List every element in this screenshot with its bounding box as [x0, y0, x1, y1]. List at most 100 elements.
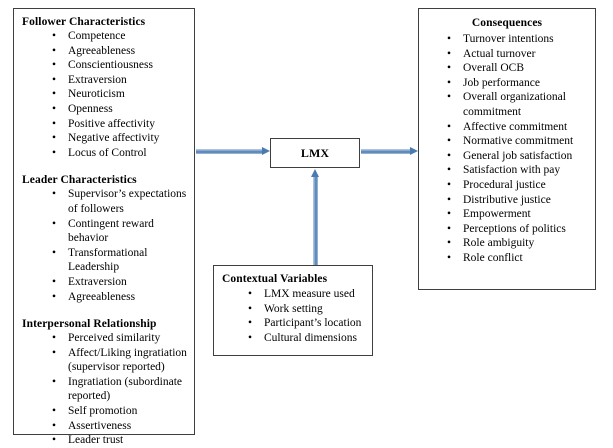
bullet-icon: • — [52, 419, 57, 432]
list-interpersonal-relationship: • Perceived similarity • Affect/Liking ing… — [48, 331, 188, 448]
list-item: •Actual turnover — [443, 47, 589, 62]
group-follower-characteristics: Follower Characteristics • Competence •Ag… — [22, 15, 188, 160]
list-item: • Self promotion — [48, 404, 188, 419]
list-follower-characteristics: • Competence •Agreeableness • Conscientiou… — [48, 29, 188, 160]
list-item-label: Empowerment — [463, 208, 531, 221]
bullet-icon: • — [447, 208, 452, 221]
bullet-icon: • — [52, 73, 57, 86]
arrow-head-icon — [262, 147, 270, 155]
list-item: •Neuroticism — [48, 87, 188, 102]
list-item: •Participant’s location — [244, 316, 367, 331]
list-item: •Role ambiguity — [443, 236, 589, 251]
group-interpersonal-relationship: Interpersonal Relationship • Perceived si… — [22, 317, 188, 448]
list-item-label: LMX measure used — [264, 288, 355, 300]
group-spacer — [22, 306, 188, 317]
list-item: •Supervisor’s expectations of followers — [48, 187, 188, 216]
list-item: • Empowerment — [443, 207, 589, 222]
group-leader-characteristics: Leader Characteristics •Supervisor’s exp… — [22, 173, 188, 304]
consequences-box: Consequences •Turnover intentions •Actua… — [418, 8, 596, 290]
list-item: •Normative commitment — [443, 134, 589, 149]
bullet-icon: • — [447, 120, 452, 133]
list-item-label: Overall OCB — [463, 62, 525, 75]
list-item-label: Self promotion — [68, 405, 138, 418]
list-item-label: Contingent reward behavior — [68, 217, 154, 245]
list-item-label: Negative affectivity — [68, 132, 160, 145]
bullet-icon: • — [52, 132, 57, 145]
list-item-label: Conscientiousness — [68, 59, 153, 72]
list-item-label: Perceptions of politics — [463, 222, 566, 235]
bullet-icon: • — [52, 102, 57, 115]
list-item: • Procedural justice — [443, 178, 589, 193]
list-item-label: Competence — [68, 30, 126, 42]
list-item: • Affective commitment — [443, 120, 589, 135]
bullet-icon: • — [52, 405, 57, 418]
group-title-leader-characteristics: Leader Characteristics — [22, 174, 137, 187]
list-item: •Agreeableness — [48, 44, 188, 59]
list-item-label: Job performance — [463, 76, 540, 89]
arrow-head-icon — [311, 169, 319, 177]
bullet-icon: • — [447, 135, 452, 148]
list-item-label: Openness — [68, 102, 113, 115]
list-item-label: Assertiveness — [68, 419, 132, 432]
list-item-label: Procedural justice — [463, 178, 546, 191]
bullet-icon: • — [447, 237, 452, 250]
list-item-label: Role conflict — [463, 251, 523, 264]
list-item: • Extraversion — [48, 73, 188, 88]
list-item-label: Affect/Liking ingratiation (supervisor r… — [68, 346, 187, 374]
list-item: •Job performance — [443, 76, 589, 91]
list-item: • Perceptions of politics — [443, 222, 589, 237]
list-item: • Overall OCB — [443, 61, 589, 76]
list-item: • Perceived similarity — [48, 331, 188, 346]
contextual-variables-title: Contextual Variables — [222, 273, 328, 285]
bullet-icon: • — [447, 193, 452, 206]
list-item-label: Satisfaction with pay — [463, 164, 561, 177]
bullet-icon: • — [447, 178, 452, 191]
bullet-icon: • — [52, 30, 57, 42]
list-item: • Work setting — [244, 302, 367, 317]
list-item-label: Work setting — [264, 302, 323, 315]
bullet-icon: • — [52, 375, 57, 388]
bullet-icon: • — [447, 47, 452, 60]
list-item-label: Cultural dimensions — [264, 331, 357, 344]
list-item-label: Turnover intentions — [463, 33, 554, 45]
group-title-follower-characteristics: Follower Characteristics — [22, 16, 146, 28]
list-leader-characteristics: •Supervisor’s expectations of followers … — [48, 187, 188, 304]
list-item-label: Perceived similarity — [68, 332, 161, 345]
list-item: • LMX measure used — [244, 287, 367, 302]
bullet-icon: • — [447, 33, 452, 45]
bullet-icon: • — [52, 346, 57, 359]
list-item-label: Supervisor’s expectations of followers — [68, 188, 187, 215]
arrow-shaft — [361, 149, 410, 154]
list-item: • Satisfaction with pay — [443, 163, 589, 178]
bullet-icon: • — [52, 44, 57, 57]
bullet-icon: • — [52, 246, 57, 259]
bullet-icon: • — [248, 331, 253, 344]
list-item: • Affect/Liking ingratiation (supervisor … — [48, 346, 188, 375]
bullet-icon: • — [52, 275, 57, 288]
list-item: •Ingratiation (subordinate reported) — [48, 375, 188, 404]
bullet-icon: • — [447, 164, 452, 177]
list-item: •General job satisfaction — [443, 149, 589, 164]
list-item-label: Transformational Leadership — [68, 246, 148, 274]
bullet-icon: • — [52, 59, 57, 72]
bullet-icon: • — [248, 302, 253, 315]
bullet-icon: • — [52, 332, 57, 345]
bullet-icon: • — [447, 62, 452, 75]
list-item-label: Extraversion — [68, 73, 127, 86]
list-item-label: Affective commitment — [463, 120, 568, 133]
bullet-icon: • — [447, 222, 452, 235]
antecedents-box: Follower Characteristics •Competence •Ag… — [13, 8, 195, 446]
list-item: •Role conflict — [443, 251, 589, 266]
bullet-icon: • — [52, 146, 57, 159]
list-item: • Turnover intentions — [443, 32, 589, 47]
arrow-context-to-lmx — [311, 169, 320, 265]
list-item: •Positive affectivity — [48, 117, 188, 132]
list-item-label: Agreeableness — [68, 290, 136, 303]
group-title-interpersonal-relationship: Interpersonal Relationship — [22, 318, 157, 331]
list-item: •Extraversion — [48, 275, 188, 290]
list-item: • Openness — [48, 102, 188, 117]
list-item-label: Positive affectivity — [68, 117, 155, 130]
list-item: •Contingent reward behavior — [48, 217, 188, 246]
contextual-variables-box: Contextual Variables • LMX measure used •… — [213, 265, 373, 356]
bullet-icon: • — [248, 288, 253, 300]
